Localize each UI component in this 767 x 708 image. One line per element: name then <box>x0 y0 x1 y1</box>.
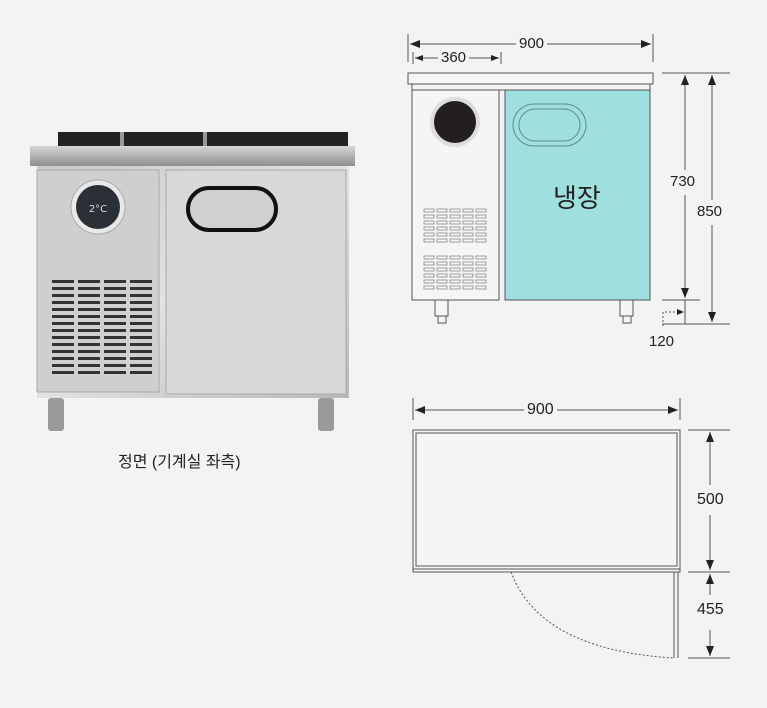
dim-total-height: 850 <box>694 204 726 220</box>
dim-total-width: 900 <box>516 36 548 52</box>
dim-body-height: 730 <box>667 174 699 190</box>
controller-display: 2°C <box>89 204 107 215</box>
dim-depth: 500 <box>694 492 727 508</box>
product-photo: 2°C <box>30 130 360 435</box>
photo-caption: 정면 (기계실 좌측) <box>118 454 241 471</box>
dim-top-width: 900 <box>524 402 557 418</box>
dim-machine-width: 360 <box>438 50 470 66</box>
dim-door-swing: 455 <box>694 602 727 618</box>
dim-leg-height: 120 <box>646 334 678 350</box>
compartment-label: 냉장 <box>553 183 601 213</box>
